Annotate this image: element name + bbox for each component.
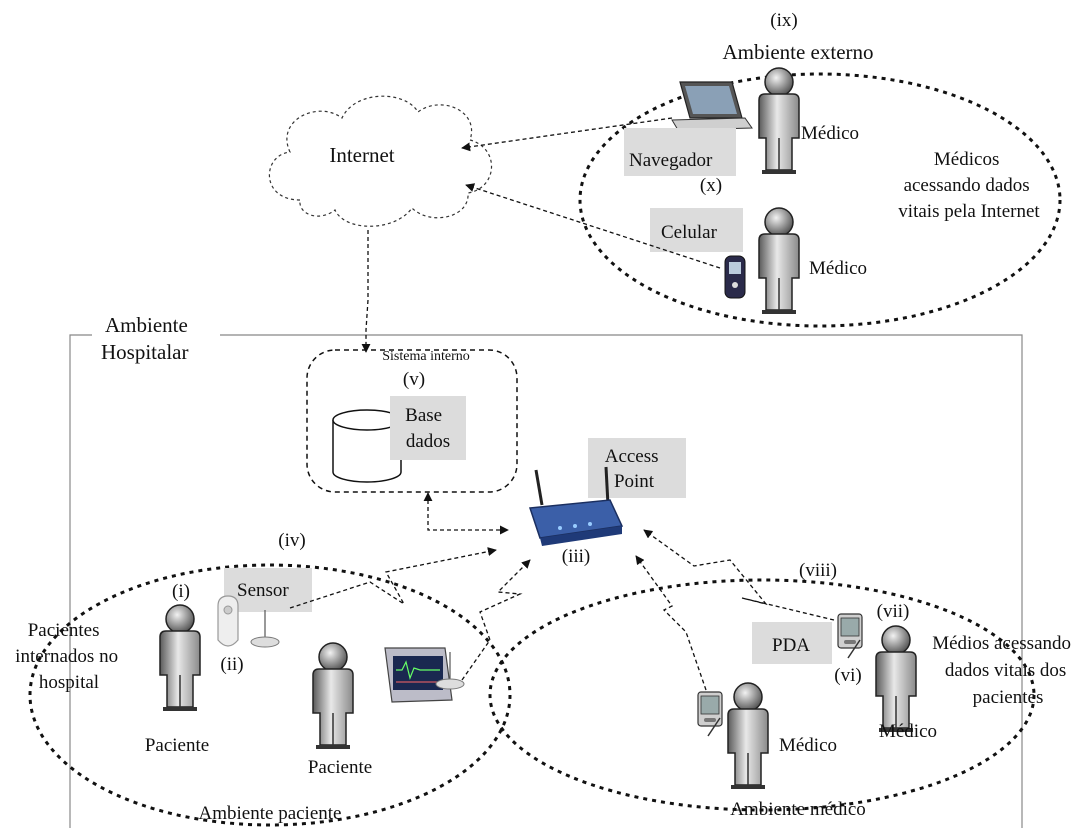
arrow-monitor-router (461, 559, 531, 681)
arrow-internet-system (361, 230, 371, 353)
person-icon (758, 207, 800, 315)
person-icon (758, 67, 800, 175)
label-sistema-interno: Sistema interno (382, 349, 470, 364)
label-medico-phone: Médico (809, 258, 867, 279)
pda-label-bg (752, 622, 832, 664)
label-iii: (iii) (562, 546, 591, 567)
laptop-icon (671, 81, 753, 131)
label-medico-pda-2: Médico (879, 721, 937, 742)
pda-icon (837, 613, 863, 659)
label-sensor: Sensor (237, 580, 289, 601)
label-internet: Internet (329, 143, 394, 167)
arrow-phone-internet (465, 183, 721, 269)
navegador-label-bg (624, 128, 736, 176)
external-environment-boundary (578, 72, 1062, 328)
label-ambiente-externo: Ambiente externo (722, 40, 873, 64)
person-icon (312, 642, 354, 750)
label-access-point: Access Point (605, 446, 664, 492)
arrow-sensor-router (289, 547, 497, 609)
label-i: (i) (172, 581, 190, 602)
person-icon (875, 625, 917, 733)
label-medicos-internet: Médicos acessando dados vitais pela Inte… (898, 149, 1040, 222)
patient-environment-boundary (28, 563, 512, 827)
label-celular: Celular (661, 222, 718, 243)
label-pacientes-internados: Pacientes internados no hospital (15, 620, 123, 693)
database-icon (332, 409, 402, 483)
label-ambiente-hospitalar: Ambiente Hospitalar (101, 313, 193, 364)
person-icon (159, 604, 201, 712)
label-medico-pda-1: Médico (779, 735, 837, 756)
label-x: (x) (700, 175, 722, 196)
person-icon (727, 682, 769, 790)
label-v: (v) (403, 369, 425, 390)
label-navegador: Navegador (629, 150, 713, 171)
label-paciente-1: Paciente (145, 735, 209, 756)
hospital-frame (69, 334, 1023, 828)
access-point-label-bg (588, 438, 686, 498)
sensor-label-bg (224, 568, 312, 612)
wireless-router-icon (528, 466, 624, 546)
base-dados-label-bg (390, 396, 466, 460)
patient-monitor-icon (384, 647, 465, 703)
label-ambiente-medico: Ambiente médico (730, 799, 866, 820)
label-iv: (iv) (278, 530, 305, 551)
sensor-icon (217, 595, 280, 648)
label-ambiente-paciente: Ambiente paciente (199, 803, 342, 824)
label-ii: (ii) (220, 654, 243, 675)
cloud-icon (268, 95, 493, 227)
label-base-dados: Base dados (405, 405, 450, 452)
arrow-pda1-router (643, 529, 835, 621)
arrow-system-router (423, 492, 509, 535)
label-medios-acessando: Médios acessando dados vitais dos pacien… (932, 633, 1076, 708)
label-ix: (ix) (770, 10, 797, 31)
celular-label-bg (650, 208, 743, 252)
internal-system-box (306, 349, 518, 493)
mobile-phone-icon (724, 255, 746, 299)
label-medico-laptop: Médico (801, 123, 859, 144)
label-viii: (viii) (799, 560, 837, 581)
medic-environment-boundary (488, 578, 1036, 812)
label-paciente-2: Paciente (308, 757, 372, 778)
label-vii: (vii) (877, 601, 910, 622)
label-vi: (vi) (834, 665, 861, 686)
arrow-laptop-internet (461, 117, 673, 152)
arrow-pda2-router (635, 555, 707, 691)
label-pda: PDA (772, 635, 810, 656)
pda-icon (697, 691, 723, 737)
